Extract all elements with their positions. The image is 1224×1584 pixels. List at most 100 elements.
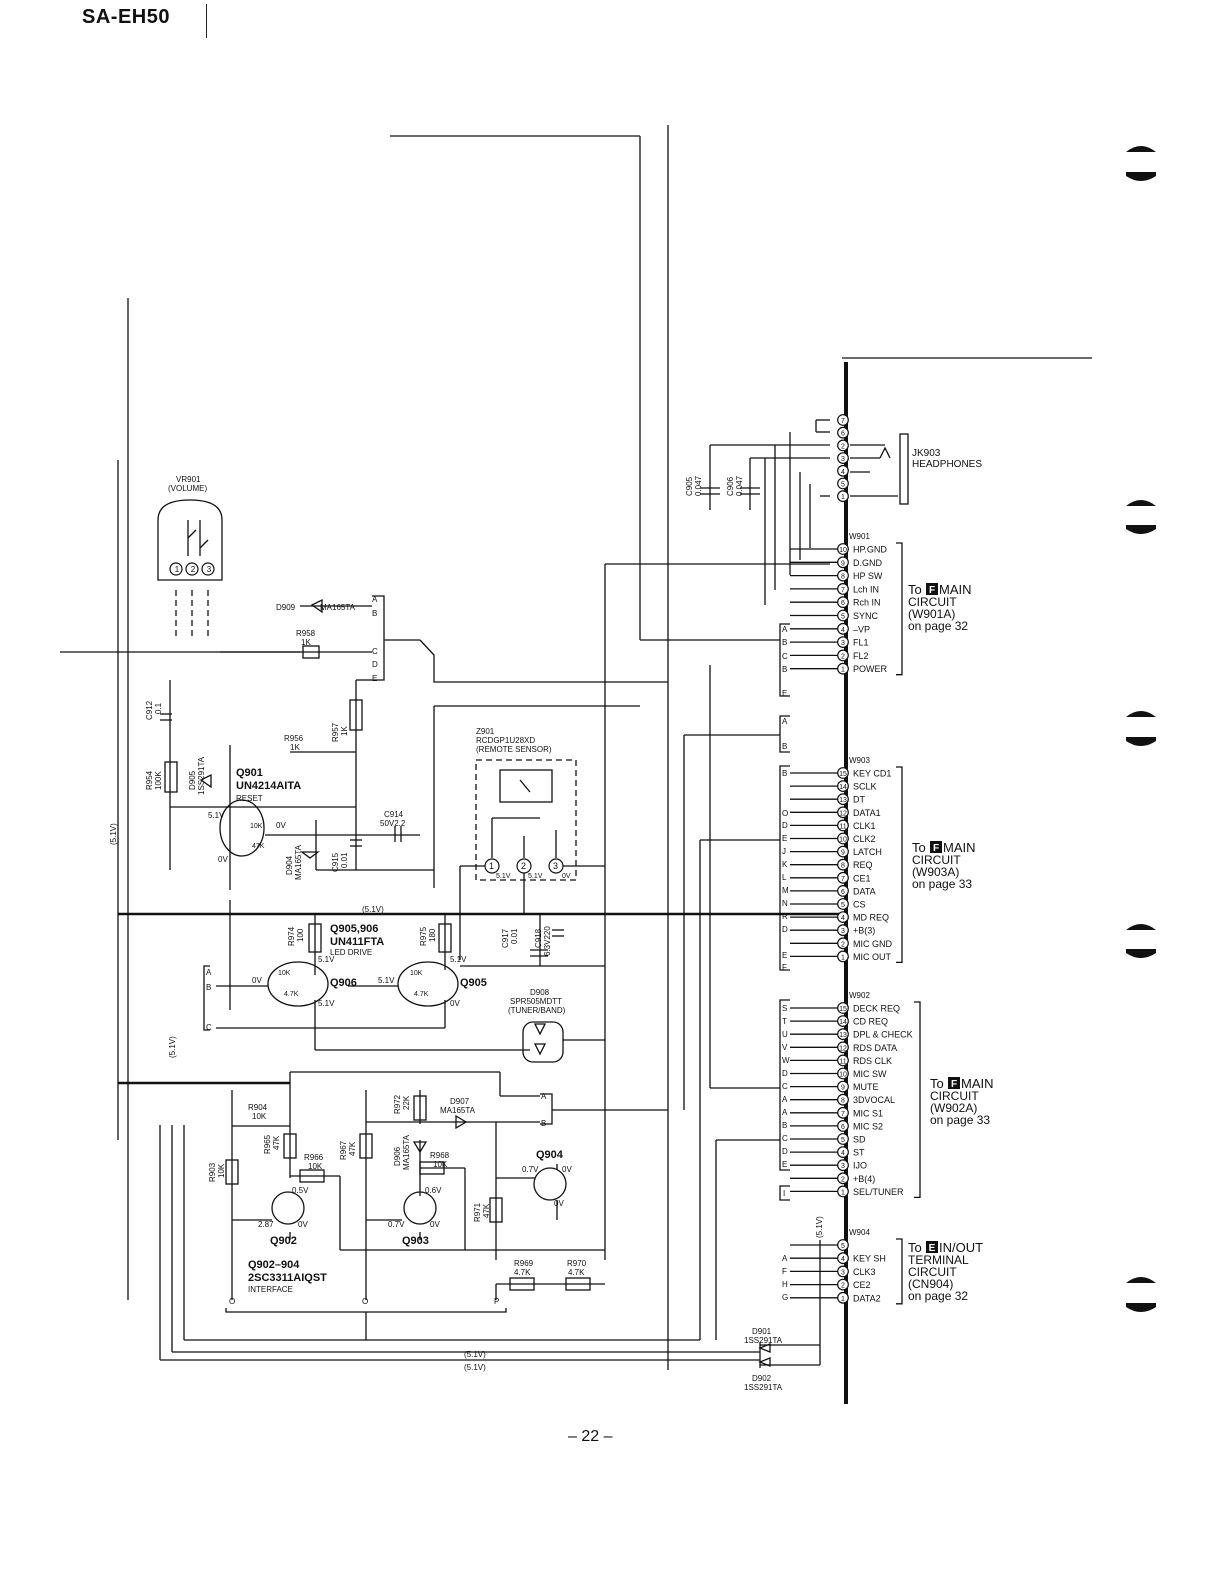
w902-signal: RDS CLK	[853, 1056, 892, 1066]
q905-body	[397, 961, 459, 1007]
w901-section-box	[926, 583, 938, 595]
w901-pin	[837, 596, 849, 609]
q902-904-label: Q902–904	[248, 1259, 300, 1271]
w903-pin-number: 6	[841, 889, 845, 896]
r972-label: R972	[393, 1094, 402, 1114]
w902-tag-i: I	[783, 1189, 785, 1198]
q905-label: Q905	[460, 977, 487, 989]
reg-mark-3	[1126, 711, 1156, 746]
q903-v-col: 0.6V	[425, 1186, 442, 1195]
reg-mark-2	[1126, 500, 1156, 534]
c912-value: 0.1	[154, 702, 163, 714]
w903-dest-line: CIRCUIT	[912, 853, 961, 867]
w902-pin-number: 14	[839, 1019, 847, 1026]
w901-pin-number: 4	[841, 627, 845, 634]
w902-signal: DPL & CHECK	[853, 1030, 913, 1040]
jk903-pin	[837, 426, 849, 439]
q905-r2: 4.7K	[414, 991, 429, 998]
q904-label: Q904	[536, 1149, 564, 1161]
r971-value: 47K	[482, 1203, 491, 1218]
w903-tag-r: R	[782, 912, 788, 921]
q905-v-emit: 0V	[450, 999, 460, 1008]
w902-tag-d2: D	[782, 1147, 788, 1156]
d901-label: D901	[752, 1327, 772, 1336]
w903-tag-b2: B	[782, 769, 787, 778]
w902-pin	[837, 1080, 849, 1093]
q902-v-base: 2.87	[258, 1220, 274, 1229]
w903-bracket	[896, 766, 903, 964]
w901-pin	[837, 556, 849, 569]
w903-tag-l: L	[782, 873, 787, 882]
q902-v-emit: 0V	[298, 1220, 308, 1229]
w903-pin-number: 13	[839, 797, 847, 804]
c906-label: C906	[726, 476, 735, 496]
w902-pin-number: 2	[841, 1176, 845, 1183]
w901-pin-number: 9	[841, 560, 845, 567]
w903-signal: CLK2	[853, 834, 876, 844]
w901-pin	[837, 662, 849, 675]
w901-pin-number: 10	[839, 547, 847, 554]
w903-pin	[837, 780, 849, 792]
q901-v-emit: 0V	[218, 855, 228, 864]
w902-pin	[837, 1028, 849, 1041]
c917-value: 0.01	[510, 928, 519, 944]
svg-text:1: 1	[489, 861, 494, 871]
w903-signal: MIC OUT	[853, 952, 891, 962]
w903-signal: DATA1	[853, 808, 881, 818]
q905-v-col: 5.1V	[450, 955, 467, 964]
w901-bracket	[896, 542, 903, 676]
w903-pin	[837, 819, 849, 832]
w903-signal: MD REQ	[853, 913, 889, 923]
w903-pin-number: 12	[839, 810, 847, 817]
r968-value: 10K	[433, 1160, 448, 1169]
d904-value: MA165TA	[294, 844, 303, 880]
jk903-pin	[837, 464, 849, 477]
r967-value: 47K	[348, 1141, 357, 1156]
w902-pin-number: 13	[839, 1032, 847, 1039]
jk903-pin-number: 7	[841, 418, 845, 425]
w904-dest-line: CIRCUIT	[908, 1265, 957, 1279]
jk903-pin	[837, 452, 849, 465]
w902-pin-number: 1	[841, 1189, 845, 1196]
w901-tag-b2: B	[782, 665, 787, 674]
w902-pin	[837, 1093, 849, 1106]
page-number: – 22 –	[568, 1428, 613, 1445]
w902-tag-u: U	[782, 1030, 788, 1039]
w904-name: W904	[849, 1228, 870, 1237]
w901-pin	[837, 543, 849, 555]
w902-signal: IJO	[853, 1161, 867, 1171]
w904-tag-g: G	[782, 1293, 788, 1302]
d908-function: (TUNER/BAND)	[508, 1006, 566, 1015]
w902-dest-line: CIRCUIT	[930, 1089, 979, 1103]
w902-pin	[837, 1172, 849, 1185]
w903-pin-number: 15	[839, 771, 847, 778]
w903-tag-j: J	[782, 847, 786, 856]
w903-tag-n: N	[782, 899, 788, 908]
r970-value: 4.7K	[568, 1268, 585, 1277]
z901-part: RCDGP1U28XD	[476, 736, 535, 745]
w902-signal: RDS DATA	[853, 1043, 897, 1053]
if-conn-b: B	[541, 1119, 546, 1128]
q906-label: Q906	[330, 977, 357, 989]
w903-pin	[837, 924, 849, 937]
conn-d-top: D	[372, 660, 378, 669]
w904-pin-number: 3	[841, 1269, 845, 1276]
jk903-pin	[837, 490, 849, 503]
q902-904-function: INTERFACE	[248, 1285, 293, 1294]
w903-pin-number: 1	[841, 954, 845, 961]
w902-pin	[837, 1185, 849, 1198]
w902-name: W902	[849, 991, 870, 1000]
bus-v-left: (5.1V)	[109, 823, 118, 845]
bus-v-bottom2: (5.1V)	[464, 1363, 486, 1372]
w901-pin-number: 1	[841, 667, 845, 674]
w903-pin-number: 9	[841, 850, 845, 857]
q904-v-col: 0V	[562, 1165, 572, 1174]
w901-signal: HP SW	[853, 571, 883, 581]
d907-label: D907	[450, 1097, 470, 1106]
w901-signal: D.GND	[853, 558, 883, 568]
w902-bracket	[914, 1001, 921, 1199]
jk903-pin-number: 4	[841, 469, 845, 476]
r954-label: R954	[145, 770, 154, 790]
w901-signal: HP.GND	[853, 545, 887, 555]
